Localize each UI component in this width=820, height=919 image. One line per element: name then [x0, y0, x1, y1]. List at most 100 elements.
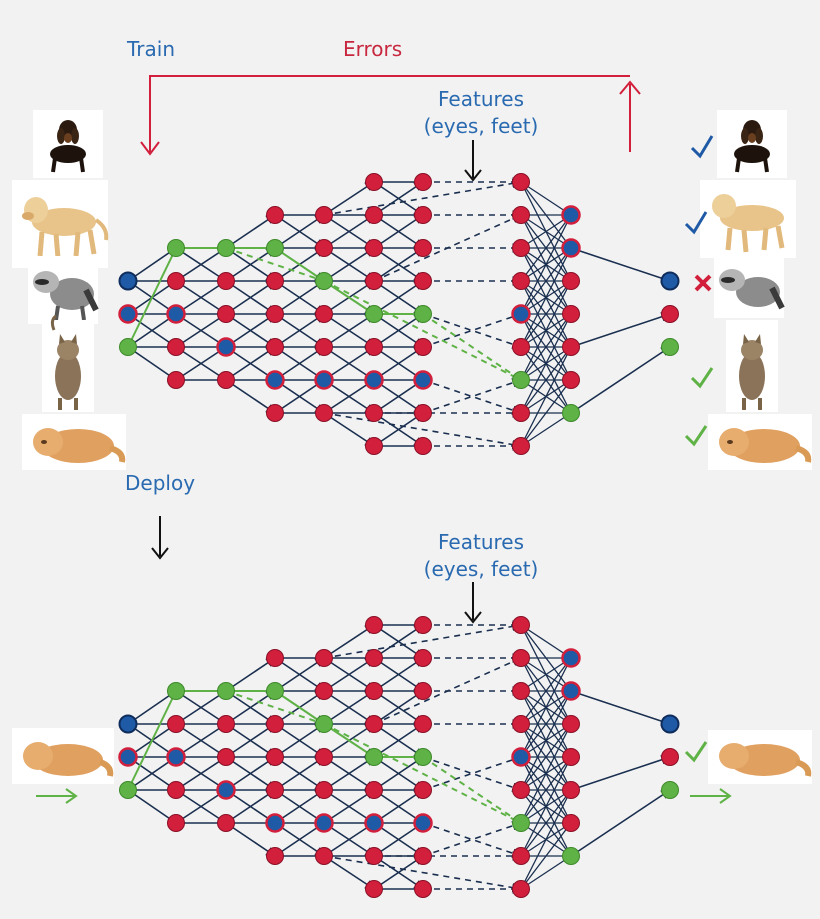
network-node	[217, 371, 235, 389]
train-label: Train	[126, 37, 175, 61]
network-node	[661, 305, 679, 323]
connection-edge	[127, 247, 177, 282]
golden-retriever-photo	[12, 180, 109, 268]
network-node	[414, 239, 432, 257]
connection-edge	[323, 657, 375, 692]
connection-edge	[225, 280, 276, 315]
connection-edge	[225, 756, 276, 791]
connection-edge	[175, 756, 227, 791]
connection-edge	[323, 855, 375, 890]
connection-edge	[274, 657, 325, 692]
network-node	[365, 616, 383, 634]
network-node	[365, 206, 383, 224]
connection-edge	[373, 855, 424, 890]
network-node	[315, 847, 333, 865]
arrow-down-icon	[464, 582, 482, 624]
active-node	[266, 239, 284, 257]
check-icon	[684, 741, 708, 763]
active-node	[119, 338, 137, 356]
network-nodes	[118, 173, 680, 455]
network-node	[365, 404, 383, 422]
connection-edge	[323, 624, 375, 659]
connection-edge	[175, 247, 227, 282]
network-connections	[127, 177, 671, 451]
connection-edge	[175, 280, 227, 315]
network-node	[414, 616, 432, 634]
network-node	[562, 305, 580, 323]
network-node	[266, 781, 284, 799]
network-node	[166, 747, 186, 767]
network-node	[216, 780, 236, 800]
connection-edge	[520, 690, 572, 791]
connection-edge	[274, 214, 325, 249]
network-node	[216, 337, 236, 357]
connection-edge	[520, 412, 572, 447]
active-node	[661, 338, 679, 356]
connection-edge	[373, 379, 424, 414]
active-node	[562, 404, 580, 422]
connection-edge	[225, 313, 276, 348]
connection-edge	[175, 690, 227, 725]
network-node	[512, 682, 530, 700]
network-node	[266, 272, 284, 290]
connection-edge	[127, 346, 177, 381]
connection-edge	[373, 657, 522, 725]
check-icon	[690, 135, 714, 159]
highlight-edge	[422, 313, 522, 381]
golden-retriever-photo	[700, 180, 796, 258]
connection-edge	[373, 313, 424, 348]
connection-edge	[520, 657, 572, 758]
connection-edge	[520, 313, 572, 414]
network-node	[167, 814, 185, 832]
connection-edge	[225, 379, 276, 414]
connection-edge	[323, 346, 375, 381]
network-node	[562, 748, 580, 766]
highlight-edge	[323, 723, 522, 824]
network-node	[512, 616, 530, 634]
connection-edge	[175, 723, 227, 758]
network-node	[266, 715, 284, 733]
network-node	[365, 715, 383, 733]
check-icon	[684, 211, 708, 235]
deploy-label: Deploy	[125, 471, 195, 495]
network-node	[414, 338, 432, 356]
connection-edge	[225, 346, 276, 381]
network-node	[512, 338, 530, 356]
connection-edge	[175, 346, 227, 381]
connection-edge	[520, 247, 572, 315]
active-node	[414, 305, 432, 323]
persian-cat-photo	[22, 414, 126, 470]
network-node	[562, 272, 580, 290]
network-node	[562, 781, 580, 799]
network-node	[315, 206, 333, 224]
connection-edge	[274, 723, 325, 758]
connection-edge	[373, 280, 424, 315]
active-node	[315, 272, 333, 290]
connection-edge	[570, 346, 671, 414]
active-node	[119, 781, 137, 799]
network-node	[167, 781, 185, 799]
connection-edge	[323, 621, 522, 659]
arrow-down-icon	[464, 140, 482, 182]
output-arrow-icon	[690, 788, 732, 804]
connection-edge	[225, 247, 276, 282]
network-node	[414, 880, 432, 898]
network-node	[315, 649, 333, 667]
network-node	[167, 715, 185, 733]
connection-edge	[570, 789, 671, 857]
active-node	[512, 371, 530, 389]
connection-edge	[373, 181, 424, 216]
connection-edge	[225, 789, 276, 824]
network-node	[512, 173, 530, 191]
active-node	[365, 305, 383, 323]
connection-edge	[373, 822, 424, 857]
highlight-edge	[323, 280, 522, 381]
raccoon-photo	[714, 256, 785, 318]
network-node	[512, 649, 530, 667]
connection-edge	[274, 756, 325, 791]
network-node	[217, 305, 235, 323]
highlight-edge	[274, 690, 325, 725]
highlight-edge	[422, 756, 522, 824]
